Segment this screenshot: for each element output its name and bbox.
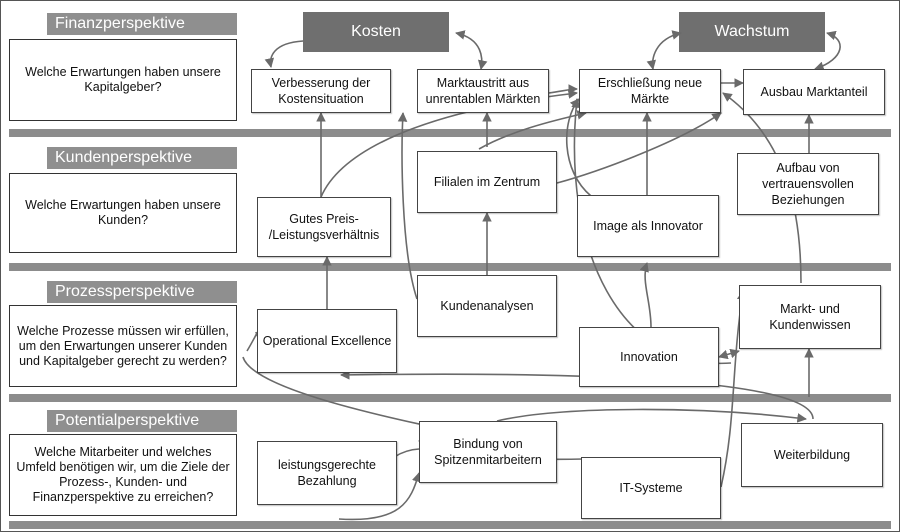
node-marktanteil: Ausbau Marktanteil bbox=[743, 69, 885, 115]
potential-question: Welche Mitarbeiter und welches Umfeld be… bbox=[9, 434, 237, 516]
node-preis: Gutes Preis- /Leistungsverhältnis bbox=[257, 197, 391, 257]
arrow bbox=[556, 112, 722, 184]
finanz-question: Welche Erwartungen haben unsere Kapitalg… bbox=[9, 39, 237, 121]
potential-title: Potentialperspektive bbox=[47, 410, 237, 432]
node-bezahlung: leistungsgerechte Bezahlung bbox=[257, 441, 397, 505]
arrow bbox=[646, 30, 682, 70]
node-erschliessung: Erschließung neue Märkte bbox=[579, 69, 721, 113]
kunden-title: Kundenperspektive bbox=[47, 147, 237, 169]
band-separator bbox=[9, 129, 891, 137]
node-bindung: Bindung von Spitzenmitarbeitern bbox=[419, 421, 557, 483]
node-innovation: Innovation bbox=[579, 327, 719, 387]
node-beziehungen: Aufbau von vertrauensvollen Beziehungen bbox=[737, 153, 879, 215]
node-it: IT-Systeme bbox=[581, 457, 721, 519]
prozess-question: Welche Prozesse müssen wir erfüllen, um … bbox=[9, 305, 237, 387]
arrow bbox=[548, 84, 578, 94]
finanz-title: Finanzperspektive bbox=[47, 13, 237, 35]
band-separator bbox=[9, 521, 891, 529]
goal-wachstum: Wachstum bbox=[679, 12, 825, 52]
node-filialen: Filialen im Zentrum bbox=[417, 151, 557, 213]
arrow bbox=[718, 348, 740, 360]
arrow bbox=[455, 30, 488, 70]
node-kundenanalysen: Kundenanalysen bbox=[417, 275, 557, 337]
node-operational: Operational Excellence bbox=[257, 309, 397, 373]
node-innovator: Image als Innovator bbox=[577, 195, 719, 257]
prozess-title: Prozessperspektive bbox=[47, 281, 237, 303]
band-separator bbox=[9, 394, 891, 402]
node-marktwissen: Markt- und Kundenwissen bbox=[739, 285, 881, 349]
kunden-question: Welche Erwartungen haben unsere Kunden? bbox=[9, 173, 237, 253]
arrow bbox=[264, 40, 304, 68]
node-marktaustritt: Marktaustritt aus unrentablen Märkten bbox=[417, 69, 549, 113]
arrow bbox=[496, 408, 807, 423]
node-kostensituation: Verbesserung der Kostensituation bbox=[251, 69, 391, 113]
arrow bbox=[565, 98, 592, 197]
band-separator bbox=[9, 263, 891, 271]
node-weiterbildung: Weiterbildung bbox=[741, 423, 883, 487]
arrow bbox=[639, 262, 652, 328]
goal-kosten: Kosten bbox=[303, 12, 449, 52]
arrow bbox=[397, 112, 418, 300]
